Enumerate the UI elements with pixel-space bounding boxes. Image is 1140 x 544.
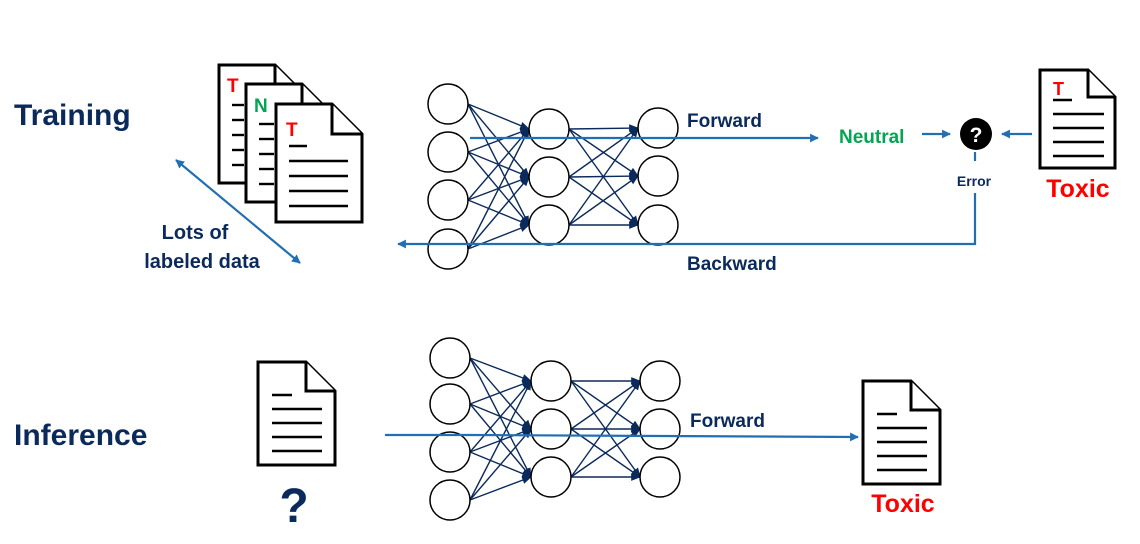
question-mark-icon: ? [970,124,983,147]
network-node [639,360,681,402]
training-title: Training [14,99,131,132]
forward-label: Forward [687,111,762,132]
training-neural-network [427,83,679,270]
network-node [429,337,471,379]
network-node [528,204,570,246]
network-connection [469,476,532,501]
doc-tag-neutral: N [254,96,268,117]
doc-tag-toxic: T [227,76,239,97]
doc-tag-toxic: T [286,120,298,141]
network-node [427,179,469,221]
error-label: Error [957,173,992,189]
unknown-document-icon [256,360,337,467]
backward-arrow [397,193,977,249]
label-doc-tag: T [1053,79,1064,99]
ground-truth-label: Toxic [1046,175,1110,203]
network-node [427,83,469,125]
network-node [429,431,471,473]
network-connection [568,127,639,226]
network-connection [469,357,532,430]
data-volume-arrow [175,159,301,264]
ground-truth-document-icon: T [1038,68,1117,170]
compare-circle [960,118,992,150]
network-node [528,108,570,150]
network-node [429,383,471,425]
network-connection [570,380,641,478]
network-connection [469,380,532,405]
document-icon: T [274,102,364,224]
output-document-icon [861,379,942,486]
network-node [530,456,572,498]
network-node [530,408,572,450]
network-connection [467,128,530,201]
network-node [427,228,469,270]
prediction-label: Neutral [839,127,904,148]
network-node [637,155,679,197]
network-connection [469,428,532,501]
labeled-documents-stack: T N T [217,63,364,224]
backward-label: Backward [687,254,777,275]
network-node [427,131,469,173]
network-node [639,456,681,498]
network-node [637,204,679,246]
inference-forward-label: Forward [690,411,765,432]
unknown-question-icon: ? [279,480,308,533]
network-connection [467,224,530,250]
network-connection [467,176,530,250]
inference-forward-arrow [469,432,859,442]
network-connection [568,124,639,133]
network-connection [469,380,532,501]
network-connection [467,103,530,130]
network-node [429,479,471,521]
network-connection [467,128,530,250]
inference-neural-network [429,337,681,521]
labeled-data-label: labeled data [144,251,260,273]
lots-of-label: Lots of [162,222,229,244]
network-connection [467,128,530,153]
network-node [639,408,681,450]
network-connection [469,380,532,453]
network-node [637,107,679,149]
inference-output-label: Toxic [871,490,935,518]
network-connection [570,428,641,478]
network-connection [469,357,532,382]
network-connection [568,127,639,178]
inference-title: Inference [14,419,147,452]
network-node [528,156,570,198]
network-node [530,360,572,402]
network-connection [568,175,639,226]
network-connection [570,380,641,430]
